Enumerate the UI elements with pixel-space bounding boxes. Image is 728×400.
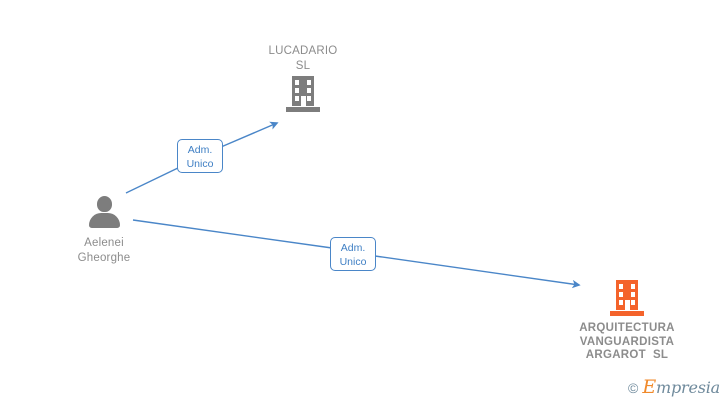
node-company-lucadario-label: LUCADARIO SL	[268, 45, 338, 72]
brand-wordmark: Empresia	[642, 376, 720, 398]
edge-person-arquitectura-segment-1	[132, 219, 333, 249]
edge-label-adm-unico-arquitectura[interactable]: Adm. Unico	[330, 237, 376, 271]
building-window	[631, 284, 635, 289]
node-company-arquitectura-label: ARQUITECTURA VANGUARDISTA ARGAROT SL	[579, 322, 675, 361]
building-body-shape	[292, 76, 314, 106]
building-window	[307, 96, 311, 101]
node-company-arquitectura-vanguardista-argarot-sl[interactable]: ARQUITECTURA VANGUARDISTA ARGAROT SL	[567, 280, 687, 363]
building-window	[631, 292, 635, 297]
person-icon	[84, 196, 124, 230]
copyright-icon: ©	[628, 379, 639, 396]
building-door-shape	[625, 300, 630, 310]
building-window	[295, 88, 299, 93]
person-head-shape	[97, 196, 112, 212]
edge-person-arquitectura-segment-2	[374, 255, 581, 289]
brand-initial: E	[642, 376, 656, 398]
node-person-aelenei-gheorghe[interactable]: Aelenei Gheorghe	[44, 196, 164, 266]
building-window	[619, 292, 623, 297]
building-window	[307, 80, 311, 85]
building-window	[619, 300, 623, 305]
building-window	[619, 284, 623, 289]
building-icon-arquitectura	[610, 280, 644, 316]
building-window	[631, 300, 635, 305]
building-body-shape	[616, 280, 638, 310]
building-window	[295, 80, 299, 85]
building-base-shape	[610, 311, 644, 316]
node-person-label: Aelenei Gheorghe	[77, 237, 131, 264]
building-window	[295, 96, 299, 101]
building-window	[307, 88, 311, 93]
edge-person-lucadario-segment-1	[125, 166, 181, 194]
node-company-lucadario-sl[interactable]: LUCADARIO SL	[243, 44, 363, 118]
building-door-shape	[301, 96, 306, 106]
edge-person-lucadario-segment-2	[220, 121, 279, 148]
person-body-shape	[89, 213, 120, 228]
building-base-shape	[286, 107, 320, 112]
building-icon-lucadario	[286, 76, 320, 112]
brand-rest: mpresia	[656, 378, 720, 397]
edge-label-adm-unico-lucadario[interactable]: Adm. Unico	[177, 139, 223, 173]
watermark-empresia: © Empresia	[628, 376, 720, 398]
